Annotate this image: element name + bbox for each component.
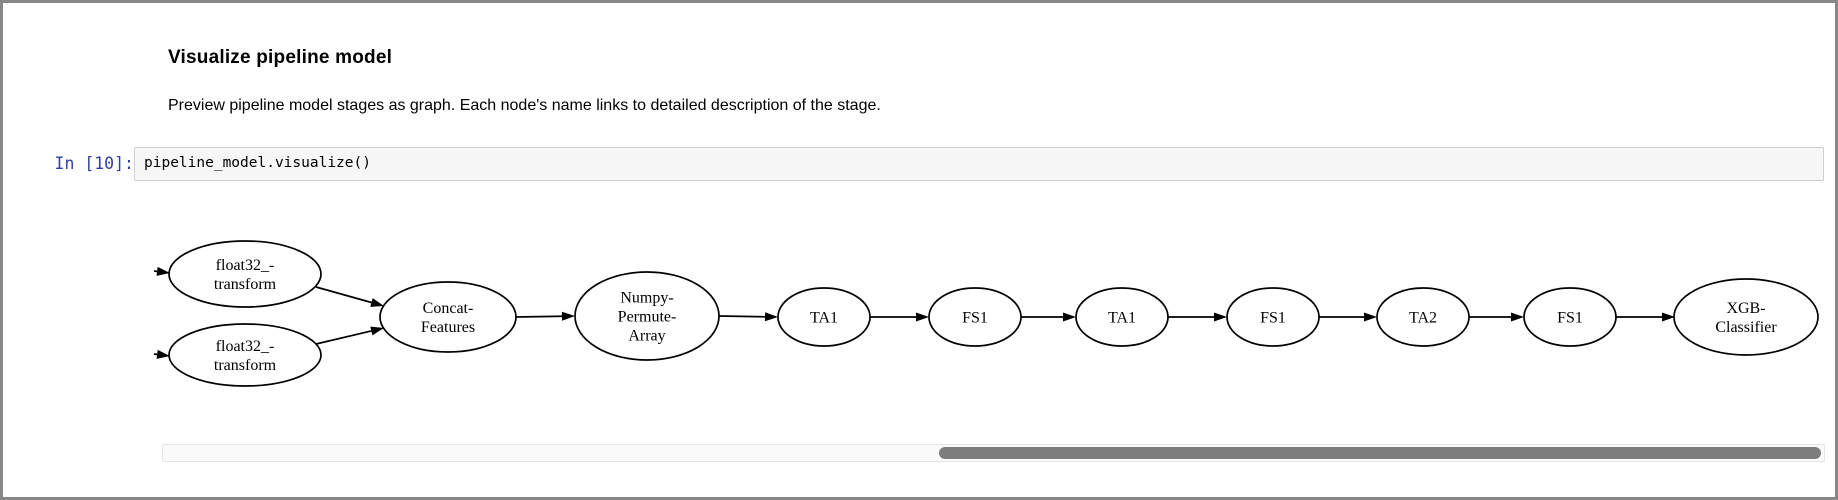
svg-text:TA1: TA1 (1108, 310, 1136, 327)
node-ta1-a[interactable]: TA1 (777, 287, 871, 347)
node-ta2[interactable]: TA2 (1376, 287, 1470, 347)
graph-edge-arrowhead-9 (1364, 312, 1377, 322)
graph-edge-arrowhead-6 (916, 312, 929, 322)
graph-edge-arrowhead-4 (561, 311, 575, 321)
svg-text:Concat-: Concat- (423, 300, 474, 317)
node-float32-transform-2[interactable]: float32_- transform (168, 323, 322, 387)
node-concat-features[interactable]: Concat- Features (379, 281, 517, 353)
graph-edge-5 (718, 315, 766, 318)
code-input[interactable]: pipeline_model.visualize() (134, 147, 1824, 181)
graph-edge-3 (315, 330, 372, 345)
node-ta1-b[interactable]: TA1 (1075, 287, 1169, 347)
node-numpy-permute-array[interactable]: Numpy- Permute- Array (574, 271, 720, 361)
graph-edge-arrowhead-7 (1063, 312, 1076, 322)
node-fs1-a[interactable]: FS1 (928, 287, 1022, 347)
graph-edge-4 (515, 315, 563, 318)
svg-text:float32_-: float32_- (216, 257, 275, 274)
input-prompt: In [10]: (54, 154, 134, 173)
graph-edge-arrowhead-10 (1511, 312, 1524, 322)
graph-edge-arrowhead-3 (370, 326, 384, 336)
node-fs1-b[interactable]: FS1 (1226, 287, 1320, 347)
horizontal-scrollbar[interactable] (162, 444, 1825, 462)
graph-edge-2 (315, 286, 372, 304)
svg-text:transform: transform (214, 357, 277, 374)
page-title: Visualize pipeline model (168, 47, 393, 68)
svg-text:Numpy-: Numpy- (620, 290, 673, 307)
svg-text:Permute-: Permute- (618, 309, 677, 326)
svg-text:TA1: TA1 (810, 310, 838, 327)
svg-text:transform: transform (214, 276, 277, 293)
svg-text:Features: Features (421, 319, 475, 336)
svg-text:Array: Array (628, 328, 665, 345)
svg-text:FS1: FS1 (1260, 310, 1286, 327)
svg-text:FS1: FS1 (962, 310, 988, 327)
graph-edge-arrowhead-8 (1214, 312, 1227, 322)
graph-edge-arrowhead-5 (764, 312, 778, 322)
node-float32-transform-1[interactable]: float32_- transform (168, 240, 322, 308)
cell-description: Preview pipeline model stages as graph. … (168, 97, 881, 114)
graph-edge-arrowhead-11 (1662, 312, 1675, 322)
code-input-text[interactable]: pipeline_model.visualize() (144, 155, 371, 171)
svg-text:float32_-: float32_- (216, 338, 275, 355)
graph-edge-arrowhead-0 (156, 266, 170, 276)
graph-edge-arrowhead-1 (156, 349, 170, 359)
svg-text:FS1: FS1 (1557, 310, 1583, 327)
pipeline-graph: float32_-transformfloat32_-transformConc… (153, 240, 1819, 387)
node-fs1-c[interactable]: FS1 (1523, 287, 1617, 347)
node-xgb-classifier[interactable]: XGB- Classifier (1673, 278, 1819, 356)
graph-edge-arrowhead-2 (370, 298, 384, 307)
svg-text:TA2: TA2 (1409, 310, 1437, 327)
scrollbar-thumb[interactable] (939, 447, 1821, 459)
svg-text:Classifier: Classifier (1715, 319, 1777, 336)
svg-text:XGB-: XGB- (1726, 300, 1765, 317)
